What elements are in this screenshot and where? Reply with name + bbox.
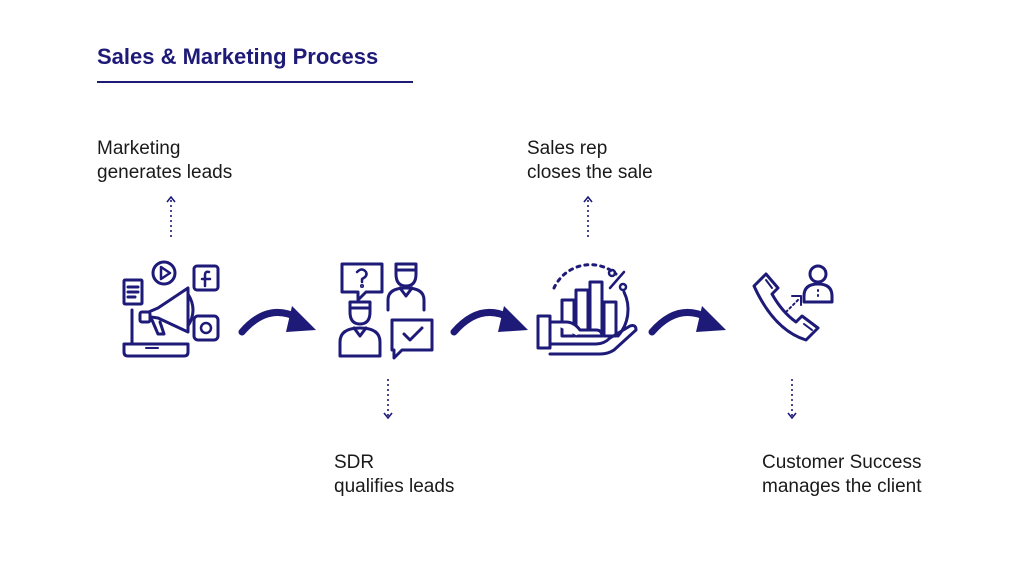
dotted-arrow-down-step-4 [787, 379, 797, 420]
sdr-team-chat-icon [338, 262, 434, 360]
title-underline [97, 81, 413, 83]
step-3-label-line-2: closes the sale [527, 162, 653, 183]
step-1-label: Marketing generates leads [97, 137, 232, 185]
phone-customer-icon [752, 264, 834, 342]
step-2-label-line-1: SDR [334, 452, 375, 473]
step-4-label-line-2: manages the client [762, 476, 922, 497]
step-3-label: Sales rep closes the sale [527, 137, 653, 185]
step-1-label-line-2: generates leads [97, 162, 233, 183]
step-4-label: Customer Success manages the client [762, 451, 922, 499]
step-2-label-line-2: qualifies leads [334, 476, 455, 497]
flow-arrow-2-to-3 [450, 306, 528, 336]
flow-arrow-3-to-4 [648, 306, 726, 336]
megaphone-laptop-social-icon [122, 260, 220, 358]
step-4-label-line-1: Customer Success [762, 452, 922, 473]
step-2-label: SDR qualifies leads [334, 451, 454, 499]
step-3-label-line-1: Sales rep [527, 138, 608, 159]
step-1-label-line-1: Marketing [97, 138, 181, 159]
page-title: Sales & Marketing Process [97, 44, 379, 69]
flow-arrow-1-to-2 [238, 306, 316, 336]
hand-chart-percent-icon [536, 263, 638, 356]
dotted-arrow-down-step-2 [383, 379, 393, 420]
dotted-arrow-up-step-1 [166, 195, 176, 237]
dotted-arrow-up-step-3 [583, 195, 593, 237]
